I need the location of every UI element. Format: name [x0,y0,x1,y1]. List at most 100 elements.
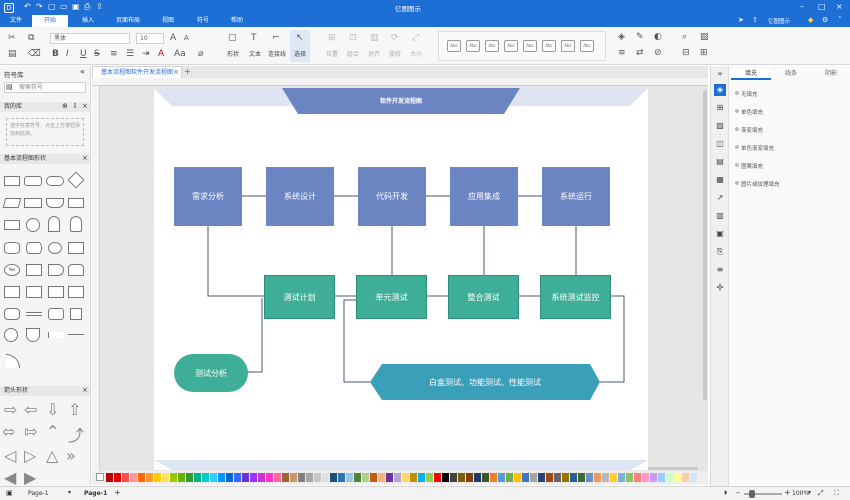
zoom-out-icon[interactable]: – [736,488,740,497]
image-icon[interactable]: ▨ [700,32,709,42]
box-system-design[interactable]: 系统设计 [266,167,334,226]
box-unit-test[interactable]: 单元测试 [356,275,427,319]
page-panel-icon[interactable]: ▤ [716,157,724,166]
color-swatch[interactable] [682,473,689,482]
color-swatch[interactable] [322,473,329,482]
copy-icon[interactable]: ⧉ [28,33,35,43]
radio-texture-fill[interactable] [735,181,739,185]
shape-rect-2[interactable] [4,220,20,230]
shadow-icon[interactable]: ◐ [654,32,662,42]
shape-hexagon[interactable] [4,308,20,320]
menu-home[interactable]: 开始 [32,15,68,27]
radio-pattern-fill[interactable] [735,163,739,167]
shape-loop-limit[interactable] [68,264,84,276]
export-library-icon[interactable]: ⇩ [72,102,78,110]
shape-display[interactable] [48,264,64,276]
color-swatch[interactable] [314,473,321,482]
basic-flow-header[interactable]: 基本流程图形状 [0,154,90,164]
shape-decision-yes[interactable]: Yes [4,264,20,276]
shape-line[interactable] [68,334,84,335]
share-icon[interactable]: ⇧ [752,16,758,24]
shape-data-store[interactable] [68,286,84,298]
arrow-block-right-shape-icon[interactable]: ▶ [24,468,37,487]
color-swatch[interactable] [274,473,281,482]
shape-annotation[interactable] [48,332,64,338]
collapse-right-icon[interactable]: » [717,69,723,78]
settings-icon[interactable]: ⚙ [822,16,829,24]
color-swatch[interactable] [626,473,633,482]
shape-rectangle[interactable] [4,176,20,186]
new-icon[interactable]: ▢ [48,2,56,11]
arrow-left-shape-icon[interactable]: ⇦ [24,400,38,419]
color-swatch[interactable] [130,473,137,482]
image-panel-icon[interactable]: ▨ [716,121,724,130]
shape-tool-label[interactable]: 形状 [226,51,239,58]
color-swatch[interactable] [370,473,377,482]
terminator-test-analysis[interactable]: 测试分析 [174,354,248,392]
close-tab-icon[interactable]: × [173,68,179,76]
color-swatch[interactable] [330,473,337,482]
color-swatch[interactable] [554,473,561,482]
color-swatch[interactable] [362,473,369,482]
color-swatch[interactable] [106,473,113,482]
shape-rounded-rect[interactable] [24,176,42,186]
box-app-integration[interactable]: 应用集成 [450,167,518,226]
layers-icon[interactable]: ⊟ [682,48,690,58]
color-swatch[interactable] [658,473,665,482]
arrow-fat-right-shape-icon[interactable]: ▷ [24,446,37,465]
style-preset-2[interactable]: Abc [466,40,480,52]
history-panel-icon[interactable]: ⎘ [716,247,724,256]
shape-card[interactable] [68,198,84,208]
color-swatch[interactable] [346,473,353,482]
page-layout-icon[interactable]: ▣ [6,489,13,497]
my-library-dropzone[interactable]: 选中任意符号，点击上方按钮添加到此库。 [6,118,84,146]
menu-view[interactable]: 视图 [161,17,174,24]
undo-icon[interactable]: ↶ [24,2,31,11]
shape-manual-input[interactable] [26,264,42,276]
option-single-gradient[interactable]: 单色渐变填充 [741,146,775,152]
color-swatch[interactable] [234,473,241,482]
shape-terminator[interactable] [46,176,64,186]
menu-file[interactable]: 文件 [9,17,22,24]
paste-icon[interactable]: ▤ [8,49,17,59]
outline-panel-icon[interactable]: ≡ [716,265,724,274]
shape-diamond[interactable] [67,171,85,189]
arrow-corner-shape-icon[interactable]: ⤴ [68,426,85,445]
my-library-header[interactable]: 我的库 [0,102,90,112]
add-page-icon[interactable]: + [114,488,121,497]
font-shrink-icon[interactable]: A [184,34,189,42]
zoom-dropdown-icon[interactable]: ▾ [808,489,812,496]
shape-bracket[interactable] [70,308,82,320]
vertical-scrollbar[interactable] [703,90,707,400]
italic-icon[interactable]: I [66,49,69,59]
font-color-icon[interactable]: A [158,49,165,59]
arrow-up-shape-icon[interactable]: ⇧ [68,400,82,419]
arrow-triangle-shape-icon[interactable]: △ [46,446,59,465]
page-selector[interactable]: Page-1 [28,490,49,497]
color-swatch[interactable] [202,473,209,482]
color-swatch[interactable] [266,473,273,482]
fill-panel-icon[interactable]: ◈ [714,84,726,96]
color-swatch[interactable] [258,473,265,482]
shape-connector-circle[interactable] [4,328,18,342]
style-preset-8[interactable]: Abc [580,40,594,52]
style-panel-icon[interactable]: ⊞ [716,103,724,112]
minimize-icon[interactable]: – [800,2,804,11]
color-swatch[interactable] [458,473,465,482]
color-swatch[interactable] [506,473,513,482]
color-swatch[interactable] [642,473,649,482]
find-icon[interactable]: ⌕ [682,32,688,42]
color-swatch[interactable] [650,473,657,482]
shape-drum[interactable] [26,242,42,254]
color-swatch[interactable] [242,473,249,482]
whitebox-hexagon-shape[interactable] [370,364,600,400]
color-swatch[interactable] [186,473,193,482]
diagram-title[interactable]: 软件开发流程图 [379,98,422,105]
option-no-fill[interactable]: 无填充 [741,92,758,98]
color-swatch[interactable] [530,473,537,482]
cut-icon[interactable]: ✂ [8,33,16,43]
fit-panel-icon[interactable]: ✣ [716,283,724,292]
maximize-icon[interactable]: □ [818,2,826,11]
arrow-style-icon[interactable]: ⇄ [636,48,644,58]
align-icon[interactable]: ☰ [126,49,135,59]
